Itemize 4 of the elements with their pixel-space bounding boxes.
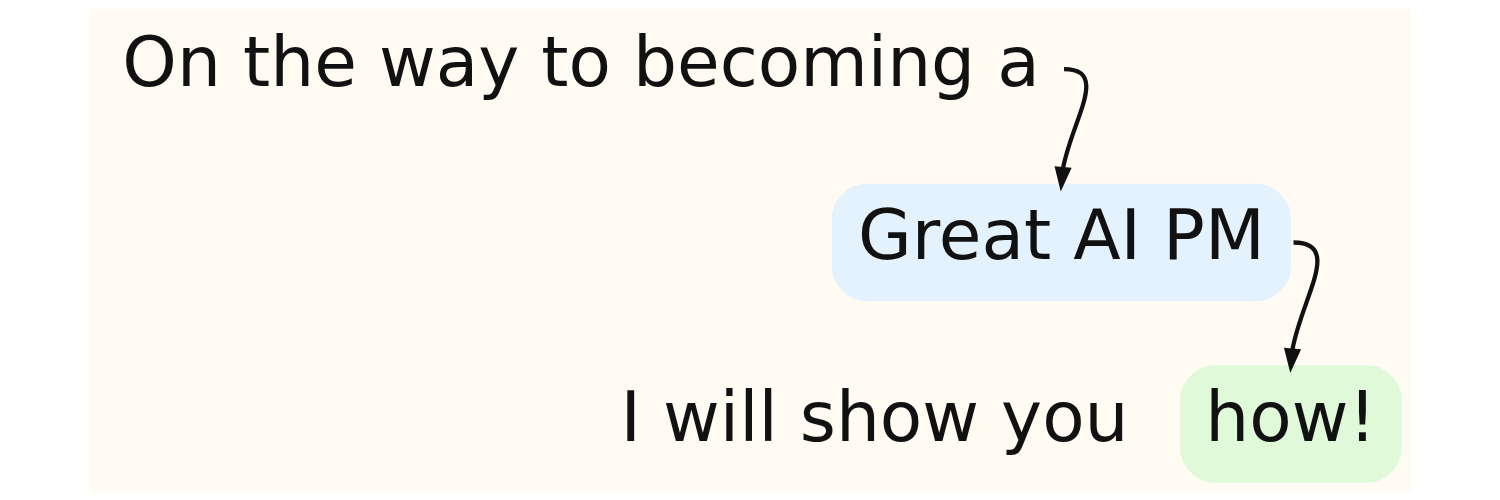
node-box: Great AI PM — [831, 183, 1291, 301]
node-box: how! — [1179, 364, 1402, 483]
label: I will show you — [620, 376, 1129, 457]
node-text: On the way to becoming a — [121, 21, 1040, 102]
